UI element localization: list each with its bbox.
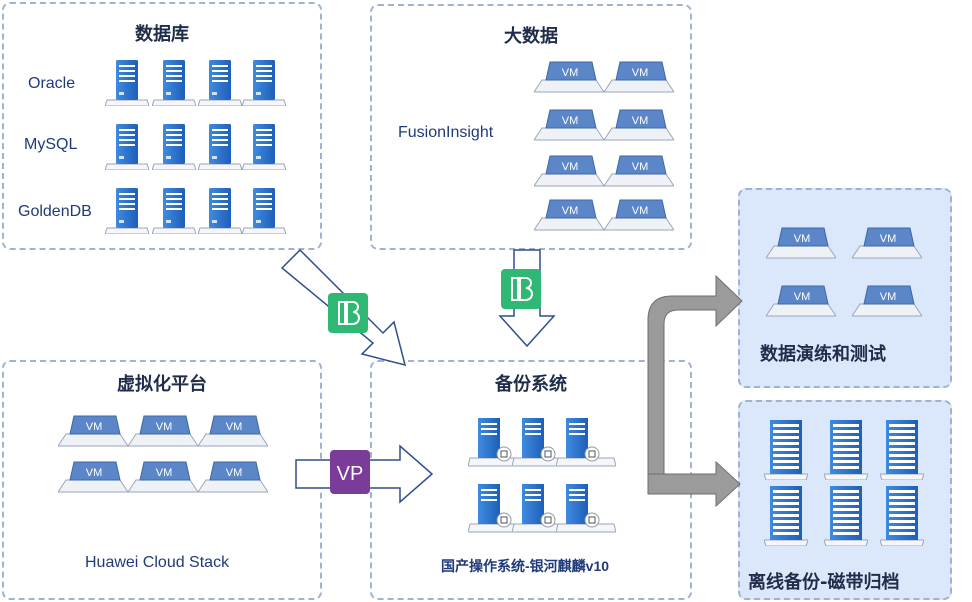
drill-vms (766, 227, 922, 317)
db-label-mysql: MySQL (24, 136, 78, 153)
virtual-platform-label: Huawei Cloud Stack (85, 554, 230, 571)
bigdata-title: 大数据 (504, 26, 558, 47)
vp-badge (330, 450, 370, 494)
backup-title: 备份系统 (495, 374, 567, 395)
db-label-oracle: Oracle (28, 75, 76, 92)
database-panel: 数据库 (2, 2, 322, 250)
database-servers (105, 60, 286, 234)
archive-title: 离线备份-磁带归档 (748, 572, 900, 593)
virtual-title: 虚拟化平台 (117, 374, 207, 395)
virtual-vms (58, 415, 268, 493)
vp-badge-label: VP (337, 463, 364, 485)
bigdata-vms (534, 61, 674, 231)
gray-arrows (647, 274, 743, 508)
bigdata-system-label: FusionInsight (398, 124, 494, 141)
db-label-goldendb: GoldenDB (18, 203, 92, 220)
backup-os-label: 国产操作系统-银河麒麟v10 (441, 558, 610, 574)
database-title: 数据库 (135, 24, 189, 45)
agent-icon-database (328, 291, 368, 335)
bigdata-panel: 大数据 (370, 4, 692, 250)
drill-panel (738, 188, 952, 388)
drill-title: 数据演练和测试 (760, 344, 886, 365)
archive-racks (764, 420, 924, 546)
agent-icon-bigdata (501, 267, 541, 311)
backup-servers (468, 418, 616, 533)
